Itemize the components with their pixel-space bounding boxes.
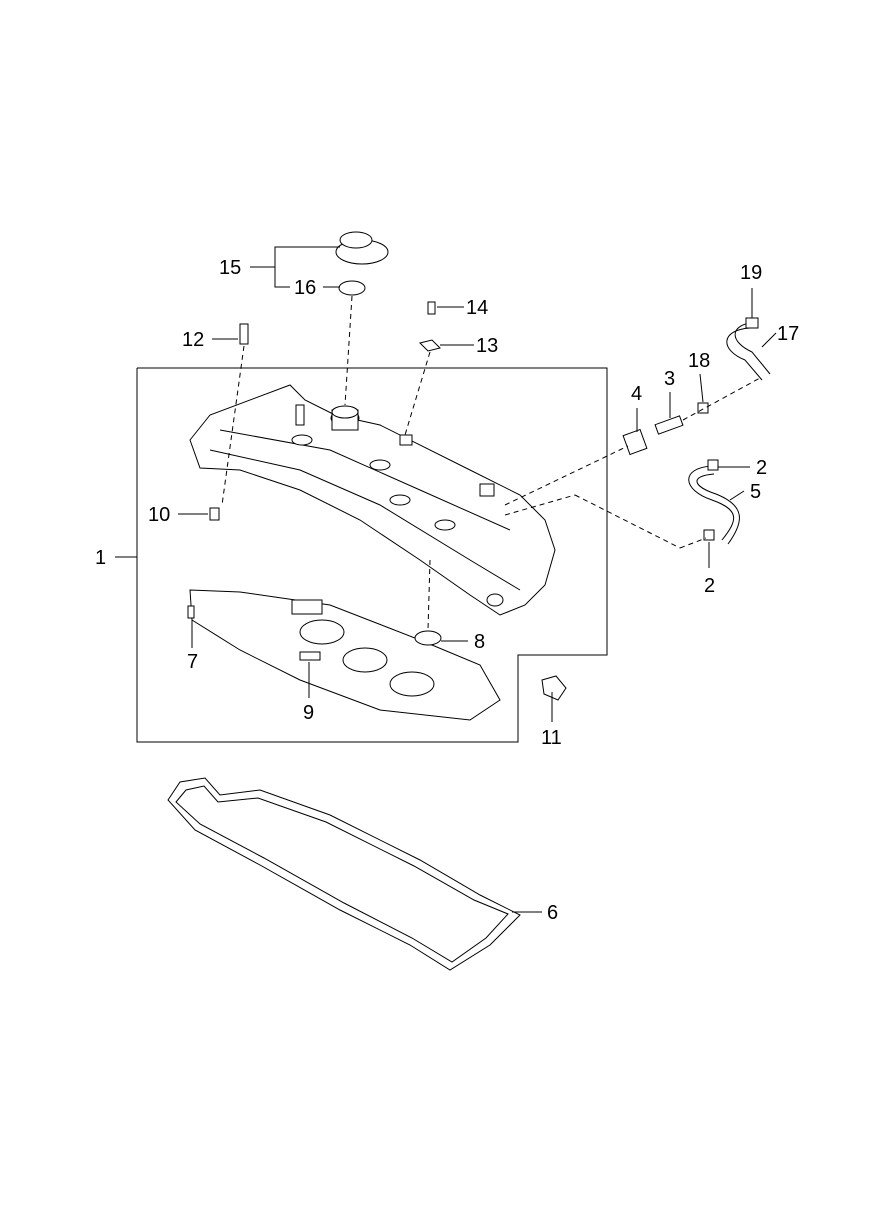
callout-2b: 2 — [704, 575, 715, 597]
callout-13: 13 — [476, 335, 498, 357]
bolt-part[interactable] — [239, 323, 249, 345]
rocker-cover-part[interactable] — [189, 384, 556, 616]
stud-part[interactable] — [209, 507, 220, 521]
clamp-19-part[interactable] — [745, 317, 759, 329]
callout-8: 8 — [474, 631, 485, 653]
callout-11: 11 — [541, 727, 562, 749]
clamp-2a-part[interactable] — [707, 459, 719, 471]
clamp-2b-part[interactable] — [703, 529, 715, 541]
bracket-part[interactable] — [419, 339, 441, 352]
callout-4: 4 — [631, 383, 642, 405]
spark-plug-gasket-part[interactable] — [189, 589, 501, 721]
bolt-7-part[interactable] — [187, 605, 195, 619]
callout-10: 10 — [148, 504, 170, 526]
oil-filler-cap-part[interactable] — [335, 231, 389, 265]
callout-3: 3 — [664, 368, 675, 390]
callout-14: 14 — [466, 297, 488, 319]
callout-5: 5 — [750, 481, 761, 503]
assembly-boundary — [136, 367, 608, 743]
callout-17: 17 — [777, 323, 799, 345]
hose-17-part[interactable] — [726, 321, 771, 381]
callout-9: 9 — [303, 702, 314, 724]
screw-part[interactable] — [427, 301, 436, 315]
pcv-valve-part[interactable] — [654, 415, 684, 435]
callout-16: 16 — [294, 277, 316, 299]
callout-7: 7 — [187, 651, 198, 673]
callout-18: 18 — [688, 350, 710, 372]
callout-2a: 2 — [756, 457, 767, 479]
hose-5-part[interactable] — [688, 465, 740, 545]
callout-12: 12 — [182, 329, 204, 351]
assembly-leaders — [221, 295, 761, 631]
callout-1: 1 — [95, 547, 106, 569]
callout-labels: 1 2 2 3 4 5 6 7 8 9 10 11 12 13 14 15 16… — [95, 257, 799, 924]
callout-15: 15 — [219, 257, 241, 279]
callout-19: 19 — [740, 262, 762, 284]
rocker-cover-gasket-part[interactable] — [167, 777, 521, 971]
clamp-18-part[interactable] — [697, 402, 709, 414]
seal-8-part[interactable] — [414, 630, 442, 646]
callout-leaders — [115, 246, 777, 913]
pcv-grommet-part[interactable] — [622, 428, 648, 456]
part-11[interactable] — [541, 675, 567, 701]
cap-seal-part[interactable] — [338, 280, 366, 296]
callout-6: 6 — [547, 902, 558, 924]
